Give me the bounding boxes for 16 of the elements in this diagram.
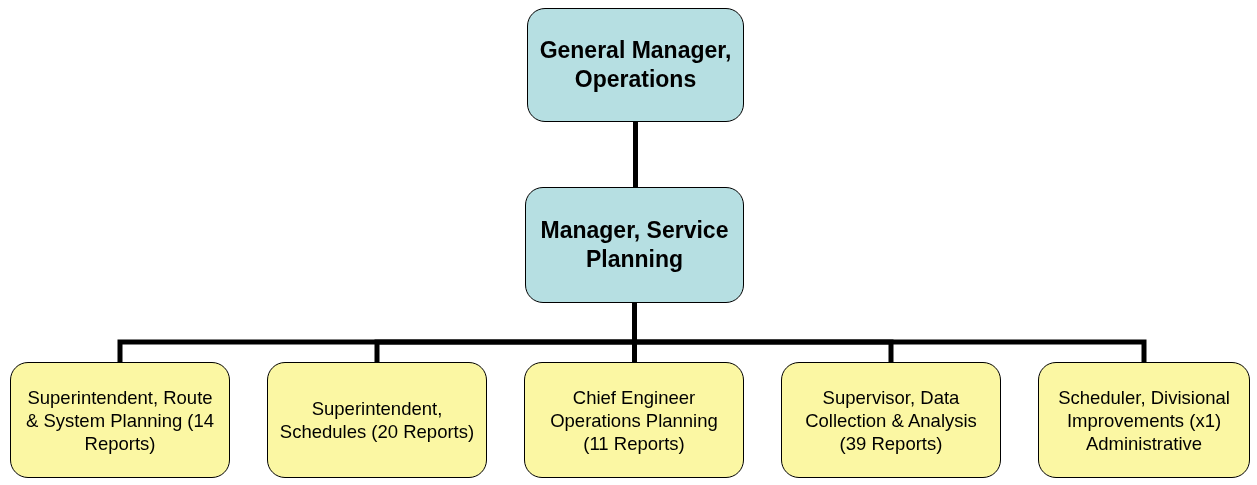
manager-box <box>525 187 744 303</box>
position-box <box>1038 362 1250 478</box>
position-title: Scheduler, Divisional Improvements (x1) Administrative <box>1057 385 1231 455</box>
position-box <box>524 362 744 478</box>
position-box <box>10 362 230 478</box>
position-title: Superintendent, Schedules (20 Reports) <box>278 397 476 443</box>
position-title: General Manager, Operations <box>538 36 733 94</box>
connector-line <box>633 122 638 187</box>
position-box <box>267 362 487 478</box>
connector-line <box>632 303 1147 362</box>
position-box <box>781 362 1001 478</box>
position-title: Chief Engineer Operations Planning (11 Reports) <box>549 385 719 455</box>
position-title: Superintendent, Route & System Planning (14 Reports) <box>24 385 216 455</box>
manager-box <box>527 8 744 122</box>
position-title: Supervisor, Data Collection & Analysis (39 Reports) <box>804 385 978 455</box>
position-title: Manager, Service Planning <box>539 216 730 274</box>
